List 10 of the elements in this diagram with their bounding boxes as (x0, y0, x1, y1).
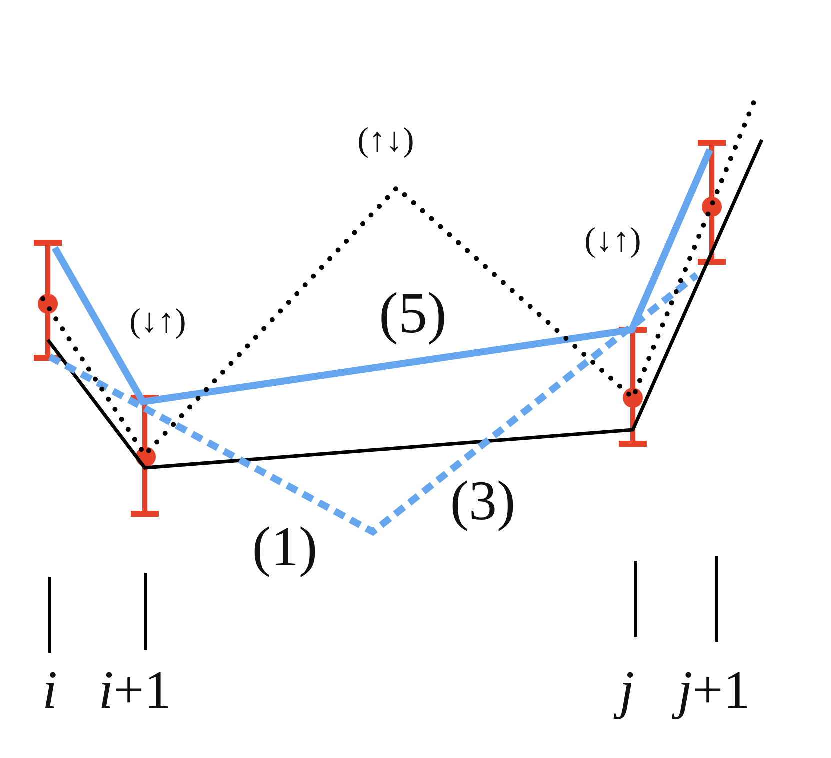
path-label: (5) (378, 279, 448, 348)
path-label: (3) (449, 470, 517, 535)
state-label: (↑↓) (356, 120, 416, 161)
state-label: (↓↑) (128, 302, 188, 342)
index-label: i+1 (98, 658, 172, 722)
index-label: i (42, 658, 58, 722)
state-label: (↓↑) (584, 220, 642, 261)
index-label: j+1 (669, 654, 759, 726)
path-label: (1) (251, 516, 319, 581)
index-label: j (610, 654, 644, 726)
